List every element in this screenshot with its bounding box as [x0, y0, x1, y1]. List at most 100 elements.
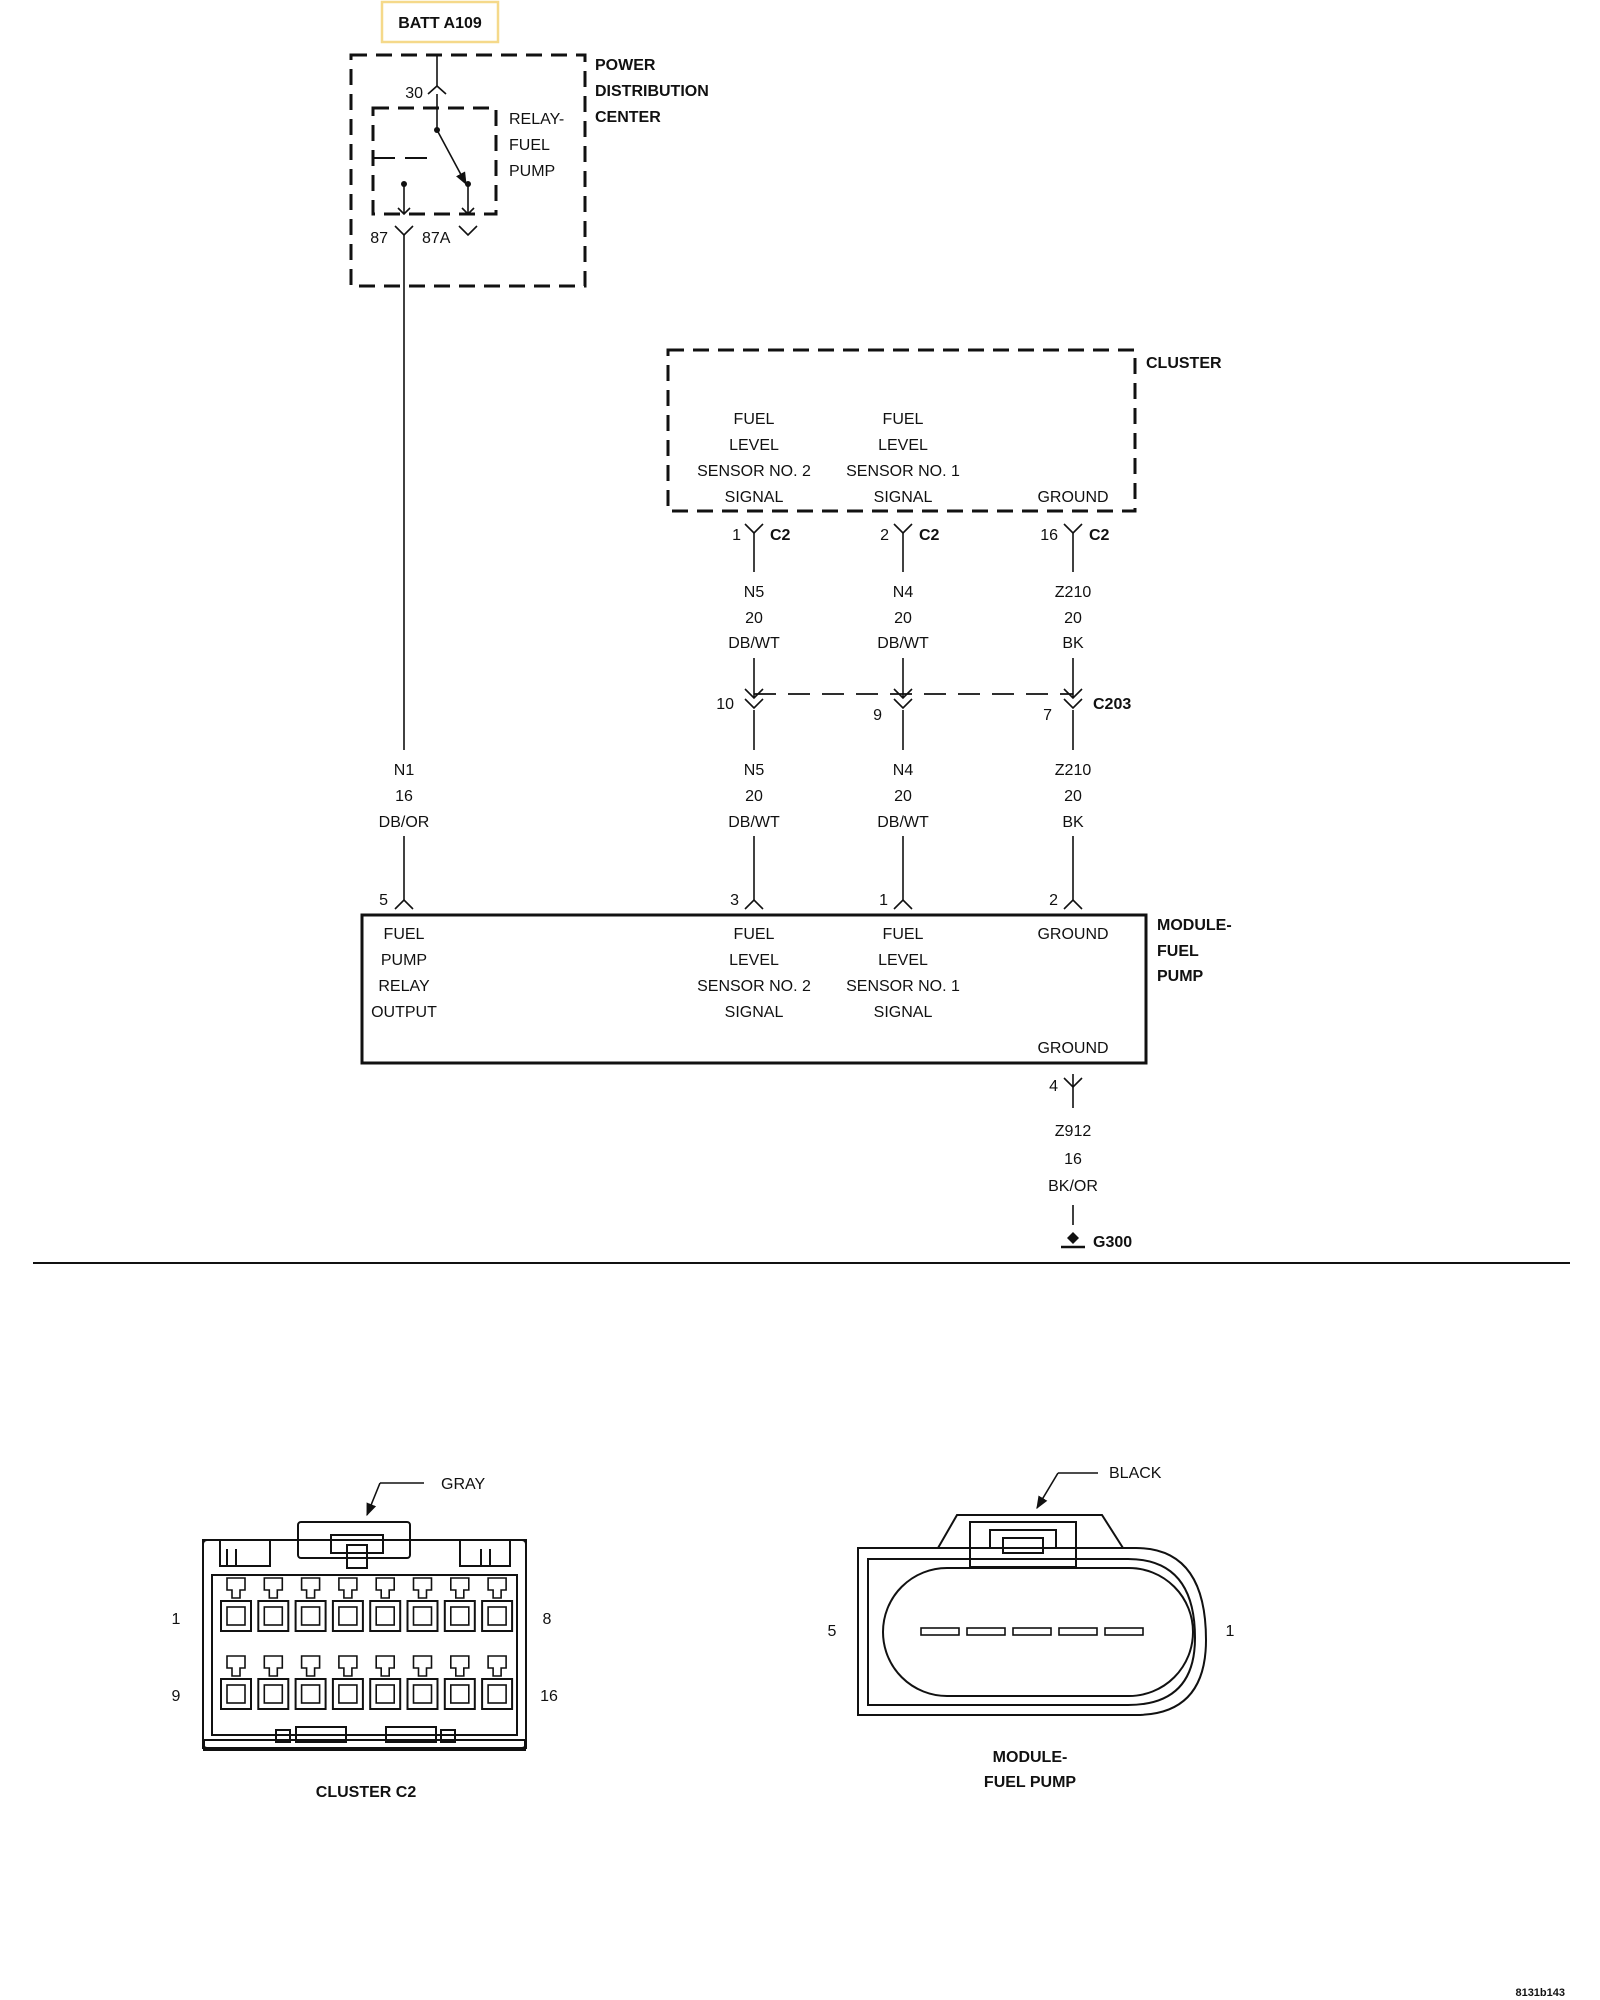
- c2-cavity: [220, 1678, 252, 1710]
- c2-cavity-inner: [449, 1606, 470, 1626]
- c2-pin-tr: 8: [543, 1611, 552, 1628]
- fp-title-2: FUEL PUMP: [984, 1774, 1076, 1791]
- wire-z210-gauge-upper: 20: [1064, 610, 1082, 627]
- wire-z912-gauge: 16: [1064, 1151, 1082, 1168]
- cluster-pin-ground: 16: [1040, 527, 1058, 544]
- c2-cavity: [220, 1600, 252, 1632]
- module-pin-ground: 2: [1049, 892, 1058, 909]
- fp-pin-left: 5: [828, 1623, 837, 1640]
- relay-label-2: FUEL: [509, 137, 550, 154]
- module-name-3: PUMP: [1157, 968, 1204, 985]
- c2-cavity-tab: [263, 1655, 284, 1677]
- pdc-pin30: 30: [405, 85, 423, 102]
- cluster-c2-label-3: C2: [1089, 527, 1110, 544]
- pdc-name-3: CENTER: [595, 109, 661, 126]
- c2-cavity-inner: [226, 1684, 246, 1704]
- module-name-2: FUEL: [1157, 943, 1199, 960]
- batt-highlight: [380, 0, 500, 44]
- wires-vertical: [753, 533, 1074, 900]
- pdc-pin87: 87: [370, 230, 388, 247]
- module-ground2: GROUND: [1037, 1040, 1108, 1057]
- pdc-pin87a: 87A: [422, 230, 451, 247]
- c2-pin-br: 16: [540, 1688, 558, 1705]
- wire-n4-code-upper: N4: [893, 584, 914, 601]
- c2-cavity-inner: [338, 1606, 358, 1626]
- c2-cavity: [257, 1600, 290, 1632]
- wire-n4-color-lower: DB/WT: [877, 814, 929, 831]
- c2-cavity-tab: [226, 1655, 246, 1677]
- c203-terminals: [744, 688, 1083, 710]
- ground-point-label: G300: [1093, 1234, 1132, 1251]
- cluster-c2-label-2: C2: [919, 527, 940, 544]
- c203-pin-n4: 9: [873, 707, 882, 724]
- module-s1-1: FUEL: [883, 926, 924, 943]
- pdc-box: [349, 53, 587, 288]
- wire-z210-code-upper: Z210: [1055, 584, 1092, 601]
- c2-cavity-tab: [487, 1655, 507, 1677]
- fp-cavity: [920, 1627, 960, 1636]
- cluster-s2-2: LEVEL: [729, 437, 779, 454]
- c2-cavity-tab: [412, 1655, 433, 1677]
- pdc-name-2: DISTRIBUTION: [595, 83, 709, 100]
- module-terminals: [394, 836, 1083, 910]
- c2-cavity-inner: [487, 1684, 507, 1704]
- fp-cavity: [1012, 1627, 1052, 1636]
- pin87-terminal: [394, 225, 414, 237]
- wire-n5-color-upper: DB/WT: [728, 635, 780, 652]
- wire-z210-color-upper: BK: [1062, 635, 1084, 652]
- c2-cavity-tab: [412, 1577, 433, 1599]
- c203-pin-z210: 7: [1043, 707, 1052, 724]
- module-s2-3: SENSOR NO. 2: [697, 978, 811, 995]
- cluster-pin-s2: 1: [732, 527, 741, 544]
- cluster-s2-3: SENSOR NO. 2: [697, 463, 811, 480]
- c2-cavity-inner: [338, 1684, 358, 1704]
- fp-color-label: BLACK: [1109, 1465, 1162, 1482]
- c2-cavity-inner: [300, 1606, 321, 1626]
- module-pin-s2: 3: [730, 892, 739, 909]
- fp-pin-right: 1: [1226, 1623, 1235, 1640]
- c2-cavity: [406, 1600, 439, 1632]
- fp-cavity: [966, 1627, 1006, 1636]
- c2-cavity-tab: [338, 1655, 358, 1677]
- c2-cavity: [481, 1678, 514, 1710]
- c2-cavity-inner: [487, 1606, 507, 1626]
- wire-n4-code-lower: N4: [893, 762, 914, 779]
- connector-c2-drawing: [201, 1521, 527, 1751]
- c2-pin-tl: 1: [172, 1611, 181, 1628]
- c2-cavity: [331, 1600, 364, 1632]
- c2-cavity-tab: [226, 1577, 246, 1599]
- wire-n1-color: DB/OR: [379, 814, 430, 831]
- wire-n4-color-upper: DB/WT: [877, 635, 929, 652]
- module-relay-1: FUEL: [384, 926, 425, 943]
- wire-n5-gauge-upper: 20: [745, 610, 763, 627]
- wire-n5-color-lower: DB/WT: [728, 814, 780, 831]
- c2-cavity-tab: [338, 1577, 358, 1599]
- c2-cavity-inner: [375, 1606, 396, 1626]
- cluster-ground: GROUND: [1037, 489, 1108, 506]
- c2-cavity-inner: [412, 1606, 433, 1626]
- c2-cavity-tab: [263, 1577, 284, 1599]
- wire-n4-gauge-upper: 20: [894, 610, 912, 627]
- c2-cavity: [443, 1600, 476, 1632]
- fp-cavity: [1058, 1627, 1098, 1636]
- relay-label-3: PUMP: [509, 163, 555, 180]
- wire-z210-gauge-lower: 20: [1064, 788, 1082, 805]
- cluster-pin-s1: 2: [880, 527, 889, 544]
- c2-pin-bl: 9: [172, 1688, 181, 1705]
- cluster-s1-4: SIGNAL: [874, 489, 933, 506]
- module-pin-s1: 1: [879, 892, 888, 909]
- pin30-terminal: [427, 84, 447, 95]
- module-pin-ground2: 4: [1049, 1078, 1058, 1095]
- pdc-name-1: POWER: [595, 57, 656, 74]
- c2-cavity: [294, 1678, 327, 1710]
- connector-fp-drawing: [857, 1514, 1208, 1716]
- wire-z210-code-lower: Z210: [1055, 762, 1092, 779]
- module-s1-3: SENSOR NO. 1: [846, 978, 960, 995]
- module-ground: GROUND: [1037, 926, 1108, 943]
- cluster-s2-4: SIGNAL: [725, 489, 784, 506]
- cluster-box: [666, 348, 1137, 513]
- c2-cavity: [331, 1678, 364, 1710]
- cluster-s2-1: FUEL: [734, 411, 775, 428]
- relay-switch: [373, 94, 475, 216]
- c2-cavity: [369, 1600, 402, 1632]
